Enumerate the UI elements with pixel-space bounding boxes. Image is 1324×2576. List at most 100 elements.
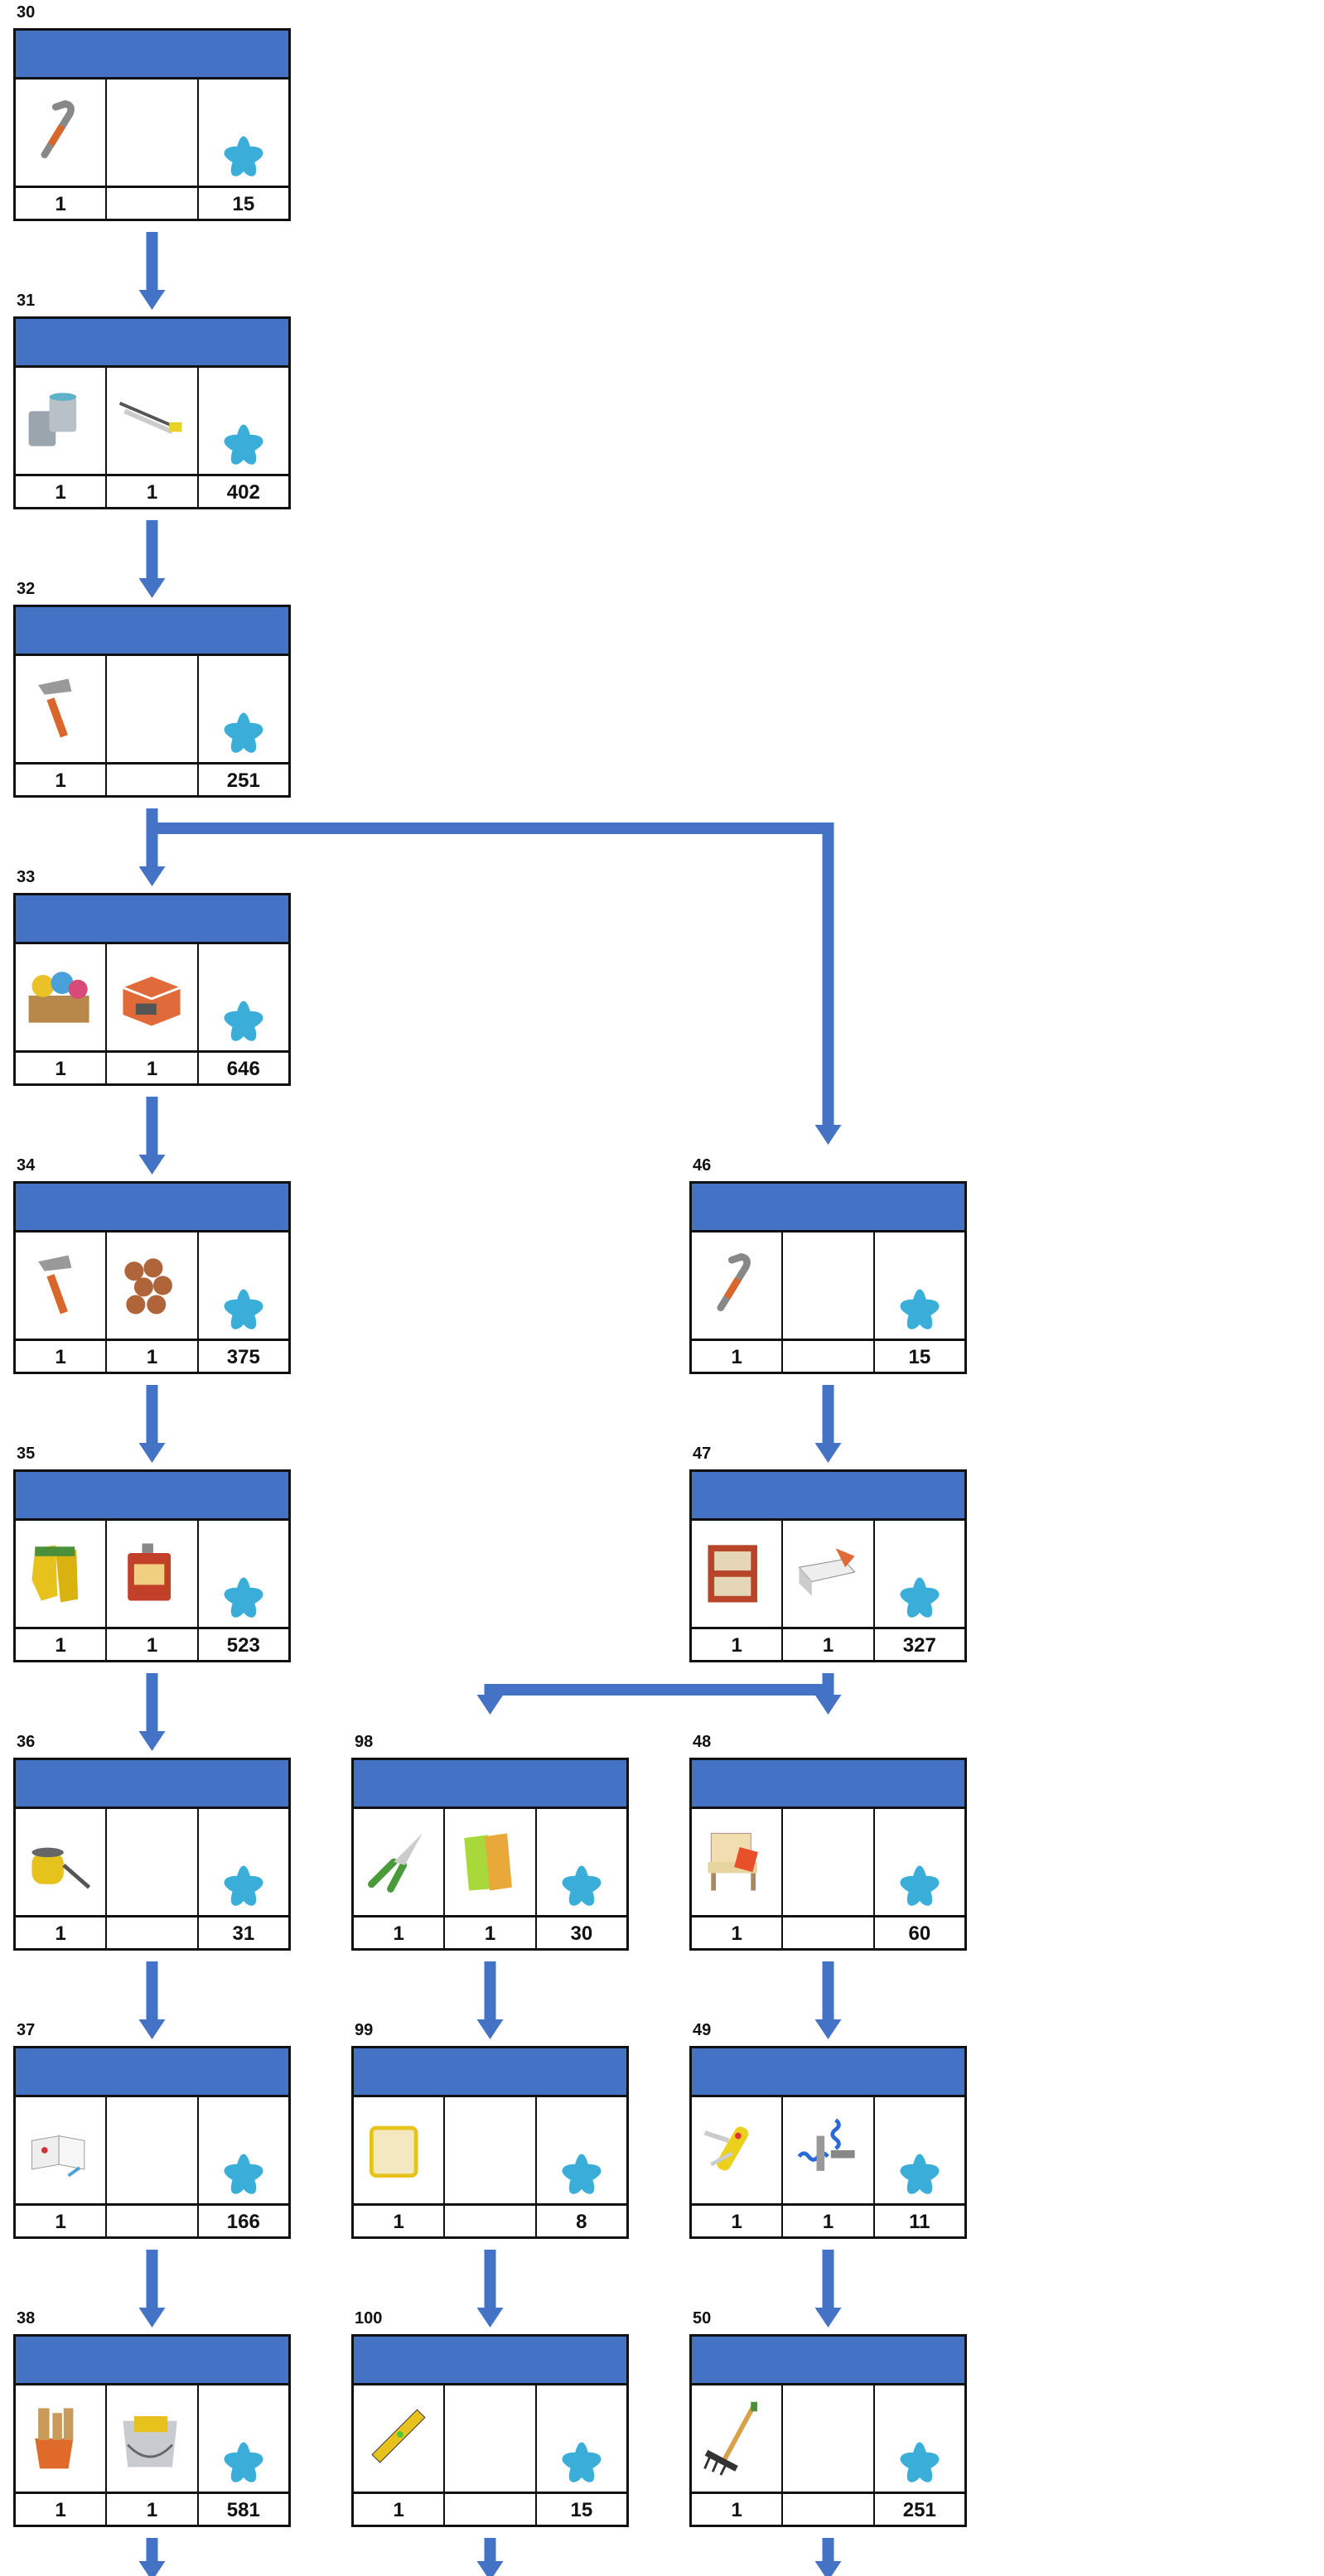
reward-cell [537, 2097, 626, 2203]
requirement-images [16, 944, 288, 1053]
reward-value: 15 [232, 193, 255, 215]
quest-header [16, 1472, 288, 1521]
item-cell [783, 1233, 875, 1339]
item-quantity: 1 [107, 1341, 199, 1374]
item-quantity: 1 [354, 1918, 446, 1951]
reward-cell [199, 2385, 288, 2492]
quest-header [16, 1760, 288, 1809]
arrow-head [814, 1443, 842, 1463]
reward-value: 30 [570, 1922, 593, 1945]
arrow-shaft [146, 1961, 158, 2021]
crowbar-icon [697, 1244, 776, 1328]
reward-value: 31 [232, 1922, 255, 1945]
reward-cell [875, 1233, 964, 1339]
item-cell [783, 1809, 875, 1915]
arrow-shaft [822, 2538, 834, 2563]
requirement-quantities: 1 15 [354, 2494, 626, 2527]
arrow-shaft [484, 1684, 496, 1696]
brush-bucket-icon [21, 2397, 100, 2481]
item-cell [354, 1809, 446, 1915]
quest-header [16, 2337, 288, 2385]
item-quantity [107, 188, 199, 221]
quest-header [16, 1184, 288, 1233]
arrow-head [138, 2308, 166, 2328]
branch-line [146, 822, 834, 834]
reward-value: 166 [226, 2211, 260, 2233]
quest-header [16, 319, 288, 368]
requirement-images [16, 1521, 288, 1629]
arrow-shaft [146, 520, 158, 580]
arrow-shaft [822, 822, 834, 1126]
item-cell [692, 1521, 784, 1627]
reward-value: 15 [570, 2499, 593, 2521]
item-quantity: 1 [107, 1629, 199, 1662]
wood-rack-icon [697, 1532, 776, 1616]
item-quantity: 1 [16, 1918, 108, 1951]
pocket-knife-icon [697, 2109, 776, 2192]
rake-icon [697, 2397, 776, 2481]
reward-value: 646 [226, 1058, 260, 1080]
arrow-head [138, 578, 166, 598]
item-quantity: 1 [107, 1053, 199, 1086]
fabric-rolls-icon [21, 956, 100, 1040]
arrow-shaft [146, 808, 158, 868]
garden-gloves-icon [450, 1821, 529, 1904]
item-quantity: 1 [692, 1341, 784, 1374]
bolts-springs-icon [788, 2109, 867, 2192]
item-cell [783, 2385, 875, 2492]
item-quantity: 1 [692, 1629, 784, 1662]
item-quantity [445, 2494, 537, 2527]
quest-header [692, 1184, 964, 1233]
item-quantity: 1 [107, 2494, 199, 2527]
item-cell [16, 368, 108, 474]
quest-number: 30 [17, 3, 36, 22]
arrow-head [138, 2019, 166, 2039]
item-cell [783, 2097, 875, 2203]
arrow-shaft [146, 2250, 158, 2309]
quest-number: 100 [355, 2309, 383, 2328]
item-cell [445, 1809, 537, 1915]
quest-number: 36 [17, 1733, 36, 1751]
arrow-shaft [484, 1961, 496, 2021]
reward-cell [537, 1809, 626, 1915]
item-cell [107, 1809, 199, 1915]
reward-cell [537, 2385, 626, 2492]
reward-value: 8 [576, 2211, 587, 2233]
pruning-shears-icon [359, 1821, 438, 1904]
item-quantity: 1 [16, 2494, 108, 2527]
item-quantity: 1 [16, 1341, 108, 1374]
arrow-shaft [146, 1097, 158, 1156]
hammer-icon [21, 1244, 100, 1328]
arrow-head [476, 2019, 504, 2039]
item-quantity [783, 1341, 875, 1374]
reward-value: 581 [226, 2499, 260, 2521]
requirement-images [16, 656, 288, 765]
requirement-images [16, 80, 288, 188]
spirit-level-icon [359, 2397, 438, 2481]
arrow-head [814, 2308, 842, 2328]
quest-number: 33 [17, 868, 36, 886]
item-cell [107, 1521, 199, 1627]
hacksaw-icon [112, 379, 191, 463]
item-quantity: 1 [16, 1053, 108, 1086]
arrow-head [814, 2561, 842, 2576]
requirement-images [692, 1809, 964, 1918]
item-quantity: 1 [354, 2494, 446, 2527]
item-quantity: 1 [445, 1918, 537, 1951]
item-cell [783, 1521, 875, 1627]
sketchbook-icon [21, 2109, 100, 2192]
quest-number: 34 [17, 1156, 36, 1175]
quest-header [692, 2337, 964, 2385]
arrow-head [814, 2019, 842, 2039]
arrow-head [138, 1443, 166, 1463]
arrow-head [138, 1155, 166, 1175]
quest-number: 46 [693, 1156, 712, 1175]
